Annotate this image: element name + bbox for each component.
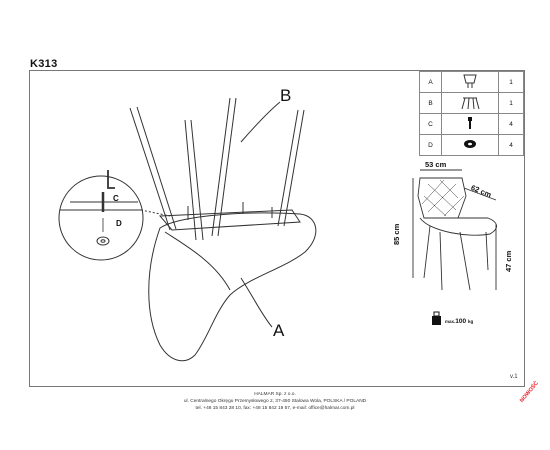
max-load-unit: kg [467, 319, 474, 324]
company-name: HALMAR Sp. z o.o. [254, 392, 296, 397]
part-qty: 4 [498, 113, 524, 135]
part-qty: 1 [498, 71, 524, 93]
chair-assembly-illustration [58, 97, 317, 362]
parts-row: D 4 [418, 134, 524, 156]
detail-label-d: D [116, 219, 122, 228]
drawing-frame [29, 70, 525, 387]
washer-icon [441, 134, 500, 156]
parts-table: A 1 B 1 C 4 D 4 [418, 71, 524, 156]
callout-b: B [280, 86, 292, 105]
part-qty: 1 [498, 92, 524, 114]
parts-row: A 1 [418, 71, 524, 93]
max-load-prefix: max. [445, 319, 456, 324]
company-address: ul. Centralnego Okręgu Przemysłowego 2, … [183, 399, 367, 404]
detail-label-c: C [113, 194, 119, 203]
company-footer: HALMAR Sp. z o.o. ul. Centralnego Okręgu… [0, 391, 550, 412]
max-load-label: max.100 kg [445, 318, 473, 325]
screw-icon [441, 113, 500, 135]
part-letter: A [418, 71, 443, 93]
callout-a: A [273, 321, 285, 340]
dimension-seat-height: 47 cm [504, 250, 513, 272]
chair-legs-icon [441, 92, 500, 114]
parts-row: B 1 [418, 92, 524, 114]
max-load-value: 100 [455, 318, 467, 325]
company-contact: tel. +48 15 843 28 10, fax: +48 15 842 1… [195, 406, 355, 411]
part-letter: B [418, 92, 443, 114]
version-label: v.1 [510, 374, 518, 380]
part-letter: C [418, 113, 443, 135]
chair-side-view [412, 169, 497, 291]
dimension-height: 85 cm [392, 223, 401, 245]
weight-icon [432, 311, 441, 325]
dimension-width: 53 cm [425, 160, 447, 169]
part-qty: 4 [498, 134, 524, 156]
part-letter: D [418, 134, 443, 156]
parts-row: C 4 [418, 113, 524, 135]
model-code: K313 [30, 58, 58, 70]
chair-seat-icon [441, 71, 500, 93]
